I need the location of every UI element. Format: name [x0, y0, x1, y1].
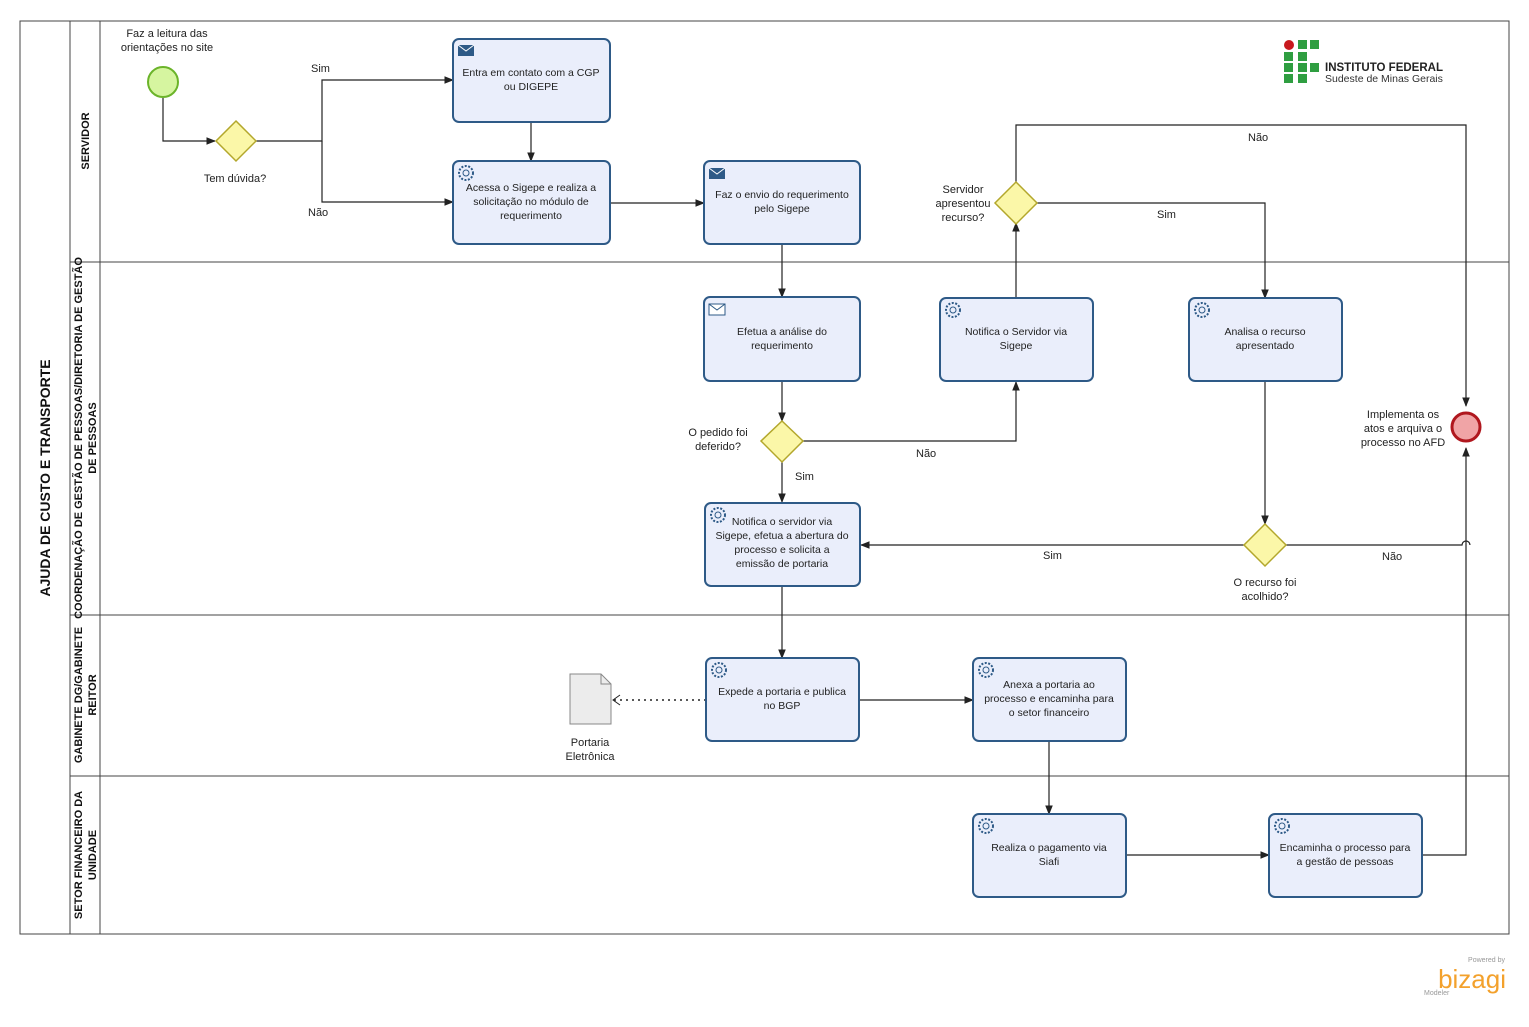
lane-label-gabinete-line1: GABINETE DG/GABINETE	[73, 627, 85, 763]
envelope-icon	[708, 167, 726, 179]
task-notifica-abertura-processo[interactable]: Notifica o servidor via Sigepe, efetua a…	[704, 502, 861, 587]
lane-label-coordenacao-line1: COORDENAÇÃO DE GESTÃO DE PESSOAS/DIRETOR…	[72, 257, 85, 619]
start-event[interactable]: Faz a leitura das orientações no site	[121, 28, 213, 98]
task-notifica-servidor[interactable]: Notifica o Servidor via Sigepe	[939, 297, 1094, 382]
envelope-outline-icon	[708, 303, 726, 316]
task-label: Realiza o pagamento via	[991, 842, 1107, 854]
end-event-label-line3: processo no AFD	[1361, 437, 1445, 449]
task-expede-portaria[interactable]: Expede a portaria e publica no BGP	[705, 657, 860, 742]
end-event-label-line2: atos e arquiva o	[1364, 423, 1442, 435]
gateway-label-acolhido-line1: O recurso foi	[1234, 577, 1297, 589]
flow-label-nao-acessa: Não	[308, 207, 328, 219]
flow-label-sim-acolhido: Sim	[1043, 550, 1062, 562]
flow-label-nao-deferido: Não	[916, 448, 936, 460]
task-analisa-recurso[interactable]: Analisa o recurso apresentado	[1188, 297, 1343, 382]
task-label: emissão de portaria	[736, 558, 828, 570]
task-realiza-pagamento[interactable]: Realiza o pagamento via Siafi	[972, 813, 1127, 898]
lane-label-servidor: SERVIDOR	[80, 112, 92, 169]
task-label: Anexa a portaria ao	[1003, 679, 1095, 691]
end-event[interactable]: Implementa os atos e arquiva o processo …	[1361, 409, 1482, 449]
gateway-label-acolhido-line2: acolhido?	[1241, 591, 1288, 603]
end-event-label-line1: Implementa os	[1367, 409, 1440, 421]
pool: AJUDA DE CUSTO E TRANSPORTE	[19, 20, 1510, 935]
gateway-label-recurso-line2: apresentou	[935, 198, 990, 210]
task-label: requerimento	[500, 210, 562, 222]
task-acessa-sigepe[interactable]: Acessa o Sigepe e realiza a solicitação …	[452, 160, 611, 245]
watermark-brand: bizagi	[1438, 964, 1506, 994]
gateway-label-deferido-line2: deferido?	[695, 441, 741, 453]
gear-icon	[978, 662, 994, 678]
task-label: pelo Sigepe	[754, 203, 810, 215]
task-label: Analisa o recurso	[1224, 326, 1305, 338]
start-event-label-line1: Faz a leitura das	[126, 28, 208, 40]
task-label: Encaminha o processo para	[1280, 842, 1411, 854]
lane-label-financeiro-line2: UNIDADE	[87, 830, 99, 880]
task-label: processo e solicita a	[734, 544, 829, 556]
instituto-federal-logo: INSTITUTO FEDERAL Sudeste de Minas Gerai…	[1284, 40, 1443, 85]
lane-label-gabinete-line2: REITOR	[87, 674, 99, 715]
task-label: Acessa o Sigepe e realiza a	[466, 182, 596, 194]
task-label: a gestão de pessoas	[1297, 856, 1394, 868]
task-label: Siafi	[1039, 856, 1059, 868]
task-label: processo e encaminha para	[984, 693, 1114, 705]
task-encaminha-processo[interactable]: Encaminha o processo para a gestão de pe…	[1268, 813, 1423, 898]
gateway-tem-duvida[interactable]: Tem dúvida?	[204, 119, 266, 185]
flow-label-nao-recurso: Não	[1248, 132, 1268, 144]
flow-label-sim-recurso: Sim	[1157, 209, 1176, 221]
gear-icon	[945, 302, 961, 318]
task-label: Faz o envio do requerimento	[715, 189, 849, 201]
bizagi-watermark: Powered by bizagi Modeler	[1424, 957, 1506, 997]
lane-labels: SERVIDOR COORDENAÇÃO DE GESTÃO DE PESSOA…	[72, 112, 99, 919]
gateway-recurso-acolhido[interactable]: O recurso foi acolhido?	[1234, 522, 1297, 603]
pool-title: AJUDA DE CUSTO E TRANSPORTE	[37, 359, 53, 596]
task-label: Expede a portaria e publica	[718, 686, 846, 698]
task-entra-em-contato[interactable]: Entra em contato com a CGP ou DIGEPE	[452, 38, 611, 123]
gateway-label-recurso-line3: recurso?	[942, 212, 985, 224]
gateway-label-recurso-line1: Servidor	[943, 184, 984, 196]
task-label: Efetua a análise do	[737, 326, 827, 338]
task-analise-requerimento[interactable]: Efetua a análise do requerimento	[703, 296, 861, 382]
task-label: ou DIGEPE	[504, 81, 558, 93]
task-envio-requerimento[interactable]: Faz o envio do requerimento pelo Sigepe	[703, 160, 861, 245]
task-label: no BGP	[764, 700, 801, 712]
task-label: o setor financeiro	[1009, 707, 1090, 719]
flow-labels: Sim Não Não Sim Não Sim Sim Não	[308, 63, 1402, 563]
task-label: Sigepe	[1000, 340, 1033, 352]
data-object-label-line1: Portaria	[571, 737, 610, 749]
data-object-label-line2: Eletrônica	[566, 751, 616, 763]
task-label: requerimento	[751, 340, 813, 352]
task-label: solicitação no módulo de	[473, 196, 589, 208]
flow-label-sim-deferido: Sim	[795, 471, 814, 483]
gateway-servidor-apresentou-recurso[interactable]: Servidor apresentou recurso?	[935, 180, 1039, 226]
gear-icon	[1274, 818, 1290, 834]
task-label: Notifica o Servidor via	[965, 326, 1067, 338]
sequence-flows	[162, 76, 1471, 859]
gear-icon	[711, 662, 727, 678]
task-anexa-portaria[interactable]: Anexa a portaria ao processo e encaminha…	[972, 657, 1127, 742]
task-label: Notifica o servidor via	[732, 516, 833, 528]
gateway-label-deferido-line1: O pedido foi	[688, 427, 747, 439]
task-label: apresentado	[1236, 340, 1295, 352]
gear-icon	[978, 818, 994, 834]
data-object-portaria[interactable]: Portaria Eletrônica	[566, 673, 616, 763]
flow-label-sim-contato: Sim	[311, 63, 330, 75]
gear-icon	[458, 165, 474, 181]
gateway-pedido-deferido[interactable]: O pedido foi deferido?	[688, 419, 805, 464]
gear-icon	[1194, 302, 1210, 318]
lane-label-coordenacao-line2: DE PESSOAS	[87, 402, 99, 474]
task-label: Entra em contato com a CGP	[462, 67, 599, 79]
logo-subtitle: Sudeste de Minas Gerais	[1325, 73, 1443, 85]
watermark-product: Modeler	[1424, 990, 1450, 997]
flow-label-nao-acolhido: Não	[1382, 551, 1402, 563]
envelope-icon	[457, 44, 475, 56]
gateway-label-tem-duvida: Tem dúvida?	[204, 173, 266, 185]
gear-icon	[710, 507, 726, 523]
task-label: Sigepe, efetua a abertura do	[715, 530, 848, 542]
start-event-label-line2: orientações no site	[121, 42, 213, 54]
watermark-powered: Powered by	[1468, 957, 1505, 964]
logo-title: INSTITUTO FEDERAL	[1325, 62, 1443, 74]
lane-label-financeiro-line1: SETOR FINANCEIRO DA	[73, 791, 85, 919]
